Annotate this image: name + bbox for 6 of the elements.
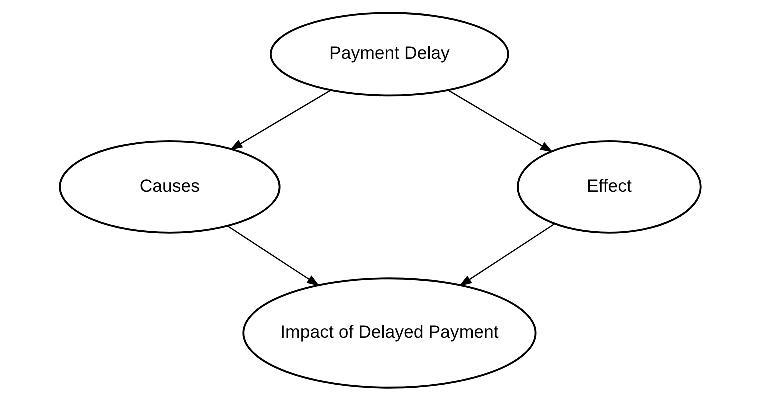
- node-ellipse: Payment Delay: [270, 12, 510, 97]
- arrow: [448, 90, 554, 153]
- arrow: [230, 90, 332, 150]
- arrow: [459, 224, 555, 287]
- node-ellipse: Impact of Delayed Payment: [242, 278, 537, 389]
- arrow: [227, 226, 320, 286]
